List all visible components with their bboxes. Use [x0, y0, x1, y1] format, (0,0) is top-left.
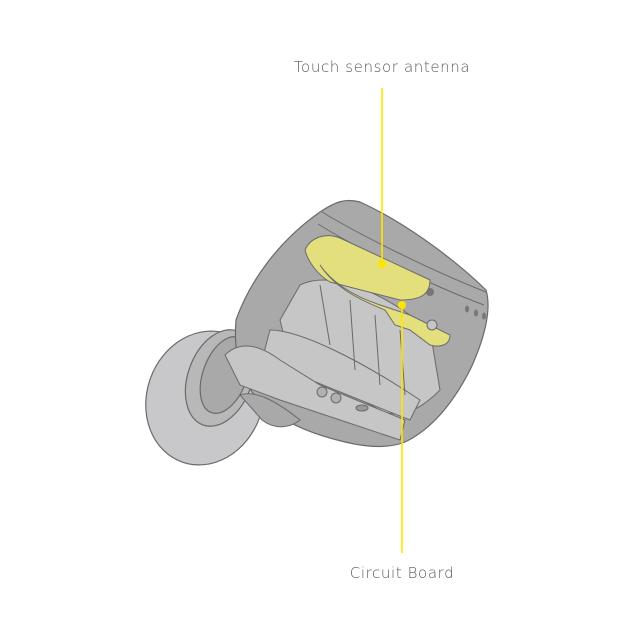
touch-sensor-antenna-label: Touch sensor antenna	[293, 58, 471, 76]
board-leader-dot	[398, 301, 406, 309]
internal-board	[224, 345, 406, 441]
antenna-leader-dot	[378, 260, 386, 268]
circuit-board-label: Circuit Board	[349, 564, 455, 582]
rim-holes	[426, 288, 486, 320]
leader-lines	[378, 88, 406, 553]
touch-sensor-antenna	[304, 235, 451, 347]
